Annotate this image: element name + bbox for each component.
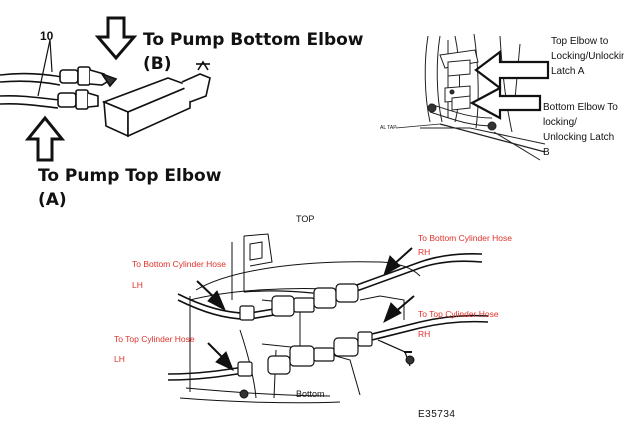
pump-bottom-elbow-label: To Pump Bottom Elbow	[143, 30, 364, 50]
pump-hose-drawing	[0, 39, 211, 138]
top-cylinder-hose-lh-label: To Top Cylinder Hose	[114, 334, 195, 344]
al-tap-tag: AL TAP	[380, 125, 397, 131]
rh-label-1: RH	[418, 247, 431, 257]
bottom-cyl-lh-pointer-icon	[196, 280, 227, 312]
bottom-elbow-latch-b-label: Bottom Elbow To locking/ Unlocking Latch…	[543, 102, 618, 158]
bottom-cyl-rh-pointer-icon	[383, 247, 413, 277]
figure-code: E35734	[418, 409, 456, 420]
top-caption: TOP	[296, 214, 315, 224]
latch-a-arrow-icon	[474, 49, 550, 91]
pump-top-elbow-label: To Pump Top Elbow	[38, 166, 222, 186]
lh-label-1: LH	[132, 280, 143, 290]
bottom-caption: Bottom	[296, 389, 325, 399]
top-elbow-latch-a-label: Top Elbow to Locking/Unlocking Latch A	[551, 36, 624, 77]
bottom-cylinder-hose-lh-label: To Bottom Cylinder Hose	[132, 259, 227, 269]
lh-label-2: LH	[114, 354, 125, 364]
callout-number: 10	[40, 29, 54, 43]
pump-bottom-elbow-letter: (B)	[143, 54, 172, 74]
down-arrow-icon	[94, 16, 138, 61]
pointer-arrows	[196, 247, 415, 371]
top-cyl-lh-pointer-icon	[207, 342, 234, 371]
latch-drawing	[395, 33, 546, 161]
pump-top-elbow-letter: (A)	[38, 190, 67, 210]
cylinder-hose-drawing	[167, 233, 489, 404]
top-cyl-rh-pointer-icon	[383, 295, 415, 324]
rh-label-2: RH	[418, 329, 431, 339]
latch-b-arrow-icon	[469, 86, 542, 120]
top-cylinder-hose-rh-label: To Top Cylinder Hose	[418, 309, 499, 319]
bottom-cylinder-hose-rh-label: To Bottom Cylinder Hose	[418, 233, 513, 243]
up-arrow-icon	[24, 115, 66, 162]
